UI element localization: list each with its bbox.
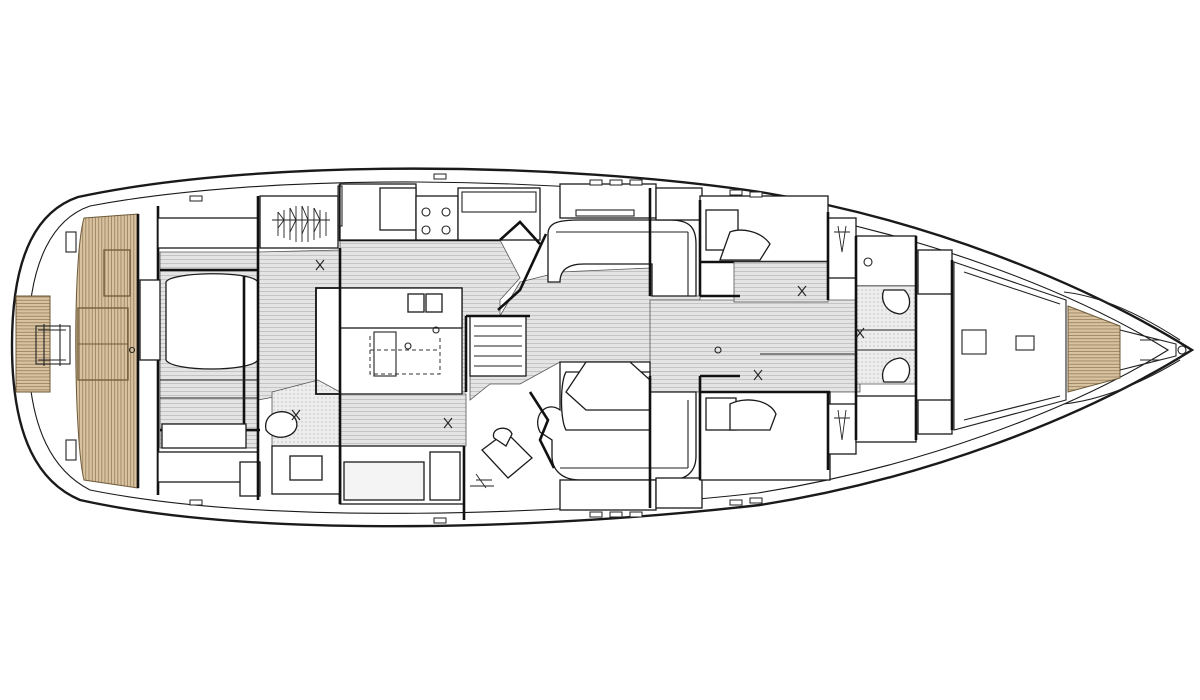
light-markers xyxy=(291,259,865,429)
starboard-cabins xyxy=(559,376,857,511)
cockpit-teak-deck xyxy=(65,213,139,489)
bulkheads xyxy=(256,188,856,508)
hanging-locker xyxy=(259,195,339,249)
forward-heads xyxy=(854,235,954,443)
aft-zone xyxy=(136,206,261,497)
forepeak xyxy=(953,261,1067,431)
galley xyxy=(338,183,541,245)
saloon xyxy=(481,219,697,481)
navigation-station xyxy=(315,287,463,395)
companionway xyxy=(464,314,530,392)
hull-ports xyxy=(189,173,763,524)
swim-platform xyxy=(15,295,71,393)
port-side-cabins xyxy=(337,183,857,303)
foredeck-teak xyxy=(1063,291,1187,405)
